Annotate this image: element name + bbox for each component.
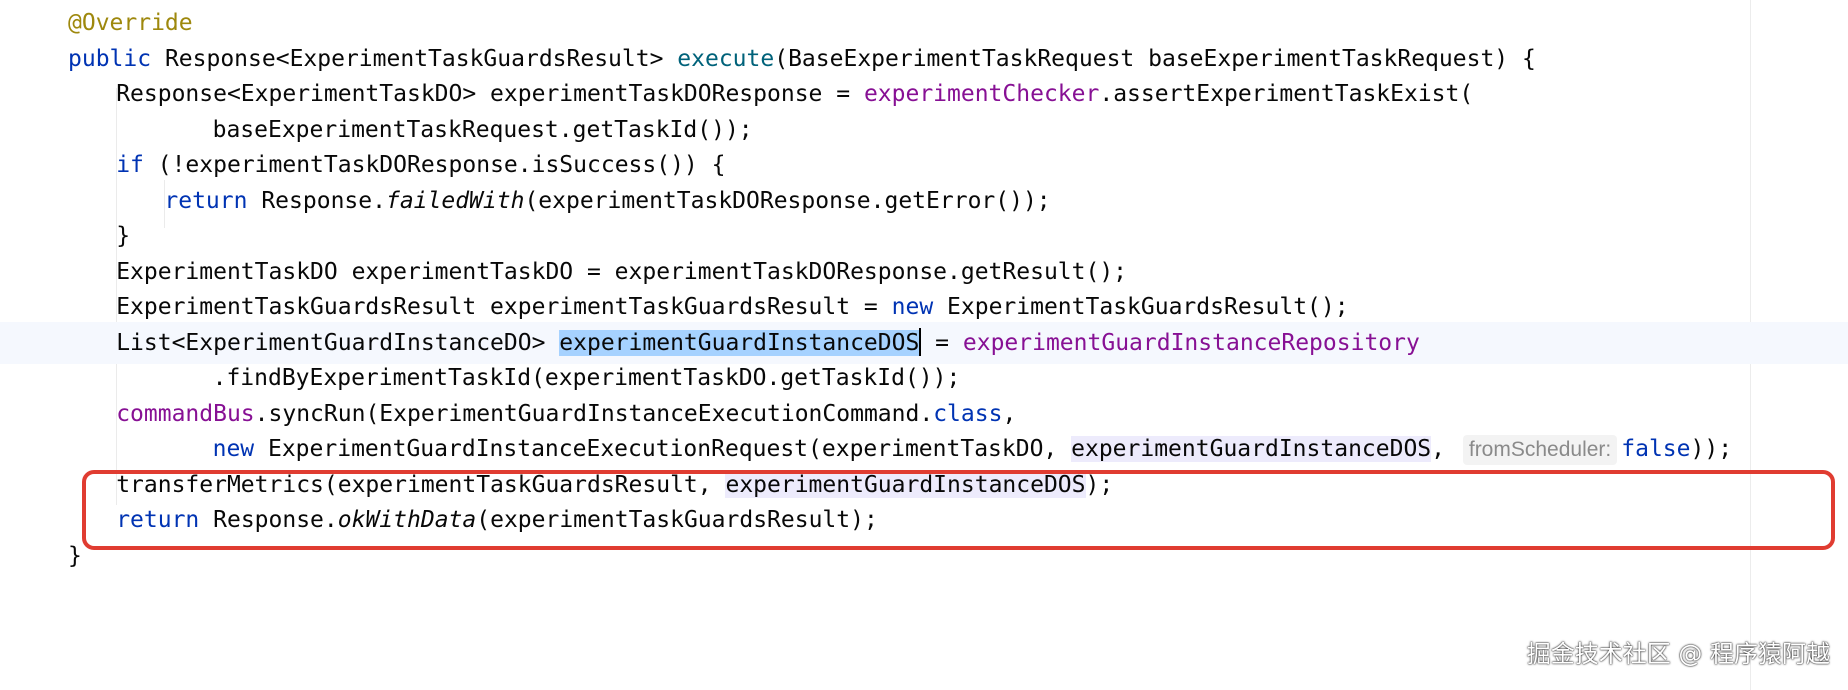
code-token: (BaseExperimentTaskRequest baseExperimen… — [774, 45, 1536, 72]
code-line[interactable]: Response<ExperimentTaskDO> experimentTas… — [0, 73, 1848, 115]
code-token: , — [1002, 400, 1017, 427]
code-token: if — [116, 152, 144, 178]
code-token: , — [1431, 436, 1459, 462]
code-token: return — [116, 507, 200, 533]
code-token: ExperimentGuardInstanceExecutionRequest(… — [254, 436, 1072, 462]
code-line[interactable]: commandBus.syncRun(ExperimentGuardInstan… — [0, 393, 1848, 435]
code-token: public — [68, 45, 152, 72]
code-token: Response<ExperimentTaskGuardsResult> — [151, 45, 678, 72]
code-token: ); — [1085, 471, 1114, 498]
code-line[interactable]: ExperimentTaskGuardsResult experimentTas… — [0, 286, 1848, 328]
code-token: ExperimentTaskGuardsResult experimentTas… — [116, 294, 892, 320]
code-token: ExperimentTaskDO experimentTaskDO = expe… — [116, 258, 1128, 285]
code-token: execute — [677, 45, 775, 72]
code-token: List<ExperimentGuardInstanceDO> — [116, 329, 560, 356]
code-token: false — [1621, 436, 1691, 462]
code-token: .findByExperimentTaskId(experimentTaskDO… — [212, 365, 961, 391]
code-line[interactable]: ExperimentTaskDO experimentTaskDO = expe… — [0, 251, 1848, 293]
code-token: commandBus — [116, 400, 255, 427]
code-line[interactable]: } — [0, 215, 1848, 257]
code-token: class — [933, 400, 1003, 427]
code-line[interactable]: return Response.okWithData(experimentTas… — [0, 499, 1848, 541]
code-token: baseExperimentTaskRequest.getTaskId()); — [212, 116, 753, 143]
code-line[interactable]: baseExperimentTaskRequest.getTaskId()); — [0, 109, 1848, 151]
code-token: (experimentTaskDOResponse.getError()); — [524, 187, 1051, 214]
code-token: )); — [1690, 436, 1733, 462]
parameter-hint: fromScheduler: — [1462, 435, 1618, 465]
code-token: new — [212, 436, 255, 462]
text-caret — [919, 327, 922, 356]
code-token: = — [921, 329, 963, 356]
code-token: new — [891, 294, 934, 320]
code-token: (experimentTaskGuardsResult); — [476, 507, 878, 533]
code-line[interactable]: List<ExperimentGuardInstanceDO> experime… — [0, 321, 1848, 364]
watermark-text: 掘金技术社区 @ 程序猿阿越 — [1526, 640, 1830, 668]
code-token: Response. — [247, 187, 386, 214]
code-token: ExperimentTaskGuardsResult(); — [933, 294, 1349, 320]
code-token: @Override — [68, 10, 193, 36]
code-token: experimentGuardInstanceRepository — [962, 329, 1420, 356]
code-token: return — [164, 187, 248, 214]
code-token: experimentGuardInstanceDOS — [559, 329, 920, 356]
code-token: transferMetrics(experimentTaskGuardsResu… — [116, 471, 726, 498]
code-token: Response<ExperimentTaskDO> experimentTas… — [116, 81, 864, 107]
code-line[interactable]: if (!experimentTaskDOResponse.isSuccess(… — [0, 144, 1848, 186]
code-token: } — [68, 542, 82, 569]
code-token: experimentChecker — [863, 81, 1100, 107]
code-line[interactable]: transferMetrics(experimentTaskGuardsResu… — [0, 464, 1848, 506]
code-line[interactable]: public Response<ExperimentTaskGuardsResu… — [0, 38, 1848, 80]
code-token: experimentGuardInstanceDOS — [725, 471, 1086, 498]
code-line[interactable]: new ExperimentGuardInstanceExecutionRequ… — [0, 428, 1848, 470]
code-token: Response. — [199, 507, 338, 533]
code-token: .assertExperimentTaskExist( — [1099, 81, 1474, 107]
code-line[interactable]: } — [0, 535, 1848, 577]
code-token: .syncRun(ExperimentGuardInstanceExecutio… — [254, 400, 934, 427]
code-token: (!experimentTaskDOResponse.isSuccess()) … — [143, 152, 726, 178]
code-token: failedWith — [385, 187, 525, 214]
code-line[interactable]: @Override — [0, 2, 1848, 44]
code-token: experimentGuardInstanceDOS — [1071, 436, 1432, 462]
code-line[interactable]: .findByExperimentTaskId(experimentTaskDO… — [0, 357, 1848, 399]
indent-guide-line — [164, 180, 165, 228]
code-token: okWithData — [337, 507, 477, 533]
code-line[interactable]: return Response.failedWith(experimentTas… — [0, 180, 1848, 222]
indent-guide-line — [116, 88, 117, 505]
code-token: } — [116, 223, 131, 249]
